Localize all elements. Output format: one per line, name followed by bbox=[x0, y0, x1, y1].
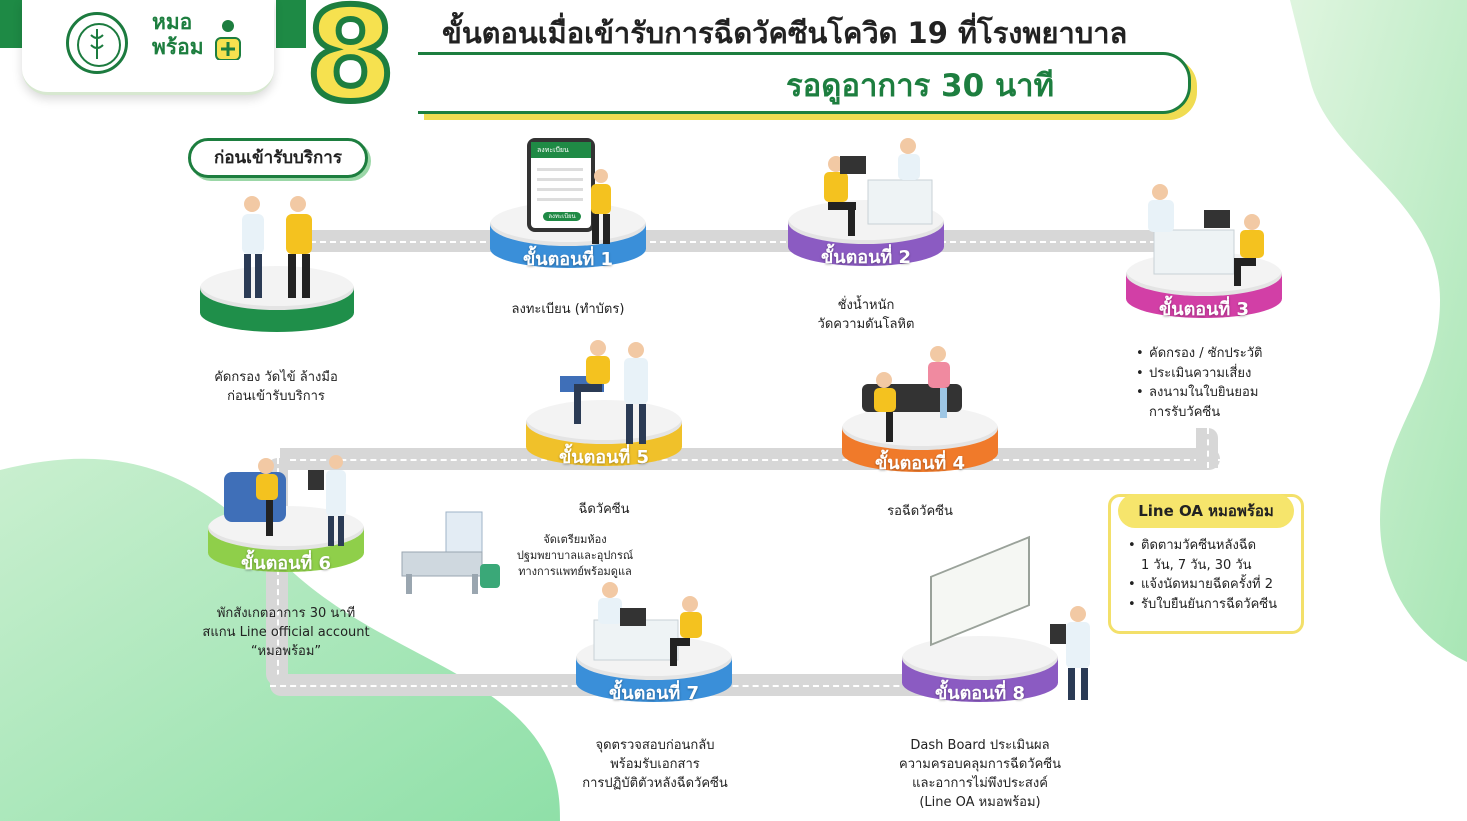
ministry-seal-icon bbox=[66, 12, 128, 74]
first-aid-room-caption: จัดเตรียมห้องปฐมพยาบาลและอุปกรณ์ทางการแพ… bbox=[516, 533, 634, 578]
step-4-platform: ขั้นตอนที่ 4 bbox=[842, 406, 998, 494]
vitals-check-icon bbox=[824, 138, 933, 236]
step-5-platform: ขั้นตอนที่ 5 bbox=[526, 400, 682, 488]
step-6-caption: พักสังเกตอาการ 30 นาทีสแกน Line official… bbox=[202, 606, 370, 659]
step-2-caption: ชั่งน้ำหนักวัดความดันโลหิต bbox=[817, 298, 915, 332]
step-6-label: ขั้นตอนที่ 6 bbox=[240, 553, 332, 574]
vaccination-icon bbox=[560, 340, 648, 444]
tablet-register-button: ลงทะเบียน bbox=[543, 212, 581, 221]
consultation-icon bbox=[1148, 184, 1264, 286]
step-3-bullet: •คัดกรอง / ซักประวัติ bbox=[1136, 346, 1263, 361]
step-5-label: ขั้นตอนที่ 5 bbox=[558, 447, 650, 468]
brand-line-1: หมอ bbox=[152, 10, 193, 34]
screening-people-icon bbox=[242, 196, 312, 298]
mor-prom-logo: หมอ พร้อม bbox=[152, 10, 252, 70]
step-3-bullet: การรับวัคซีน bbox=[1149, 404, 1221, 420]
registration-tablet: ลงทะเบียน ลงทะเบียน bbox=[527, 138, 595, 232]
header-accent-right bbox=[276, 0, 306, 48]
step-2-label: ขั้นตอนที่ 2 bbox=[820, 247, 912, 268]
line-oa-bullet: 1 วัน, 7 วัน, 30 วัน bbox=[1141, 557, 1252, 573]
plus-icon bbox=[215, 20, 241, 60]
tablet-header: ลงทะเบียน bbox=[531, 142, 591, 158]
step-5-caption: ฉีดวัคซีน bbox=[578, 502, 630, 517]
big-step-count: 8 bbox=[303, 0, 398, 130]
line-oa-bullet: •รับใบยืนยันการฉีดวัคซีน bbox=[1128, 596, 1277, 612]
step-8-caption: Dash Board ประเมินผลความครอบคลุมการฉีดวั… bbox=[899, 738, 1061, 810]
registrant-person-icon bbox=[591, 169, 611, 244]
step-3-bullet: •ประเมินความเสี่ยง bbox=[1136, 365, 1252, 381]
step-4-caption: รอฉีดวัคซีน bbox=[887, 504, 953, 519]
before-service-caption: คัดกรอง วัดไข้ ล้างมือก่อนเข้ารับบริการ bbox=[214, 370, 338, 404]
observation-icon bbox=[224, 455, 346, 546]
step-3-label: ขั้นตอนที่ 3 bbox=[1158, 299, 1250, 320]
page-title: ขั้นตอนเมื่อเข้ารับการฉีดวัคซีนโควิด 19 … bbox=[442, 16, 1128, 50]
step-3-bullets: •คัดกรอง / ซักประวัติ •ประเมินความเสี่ยง… bbox=[1136, 344, 1262, 422]
first-aid-room-icon bbox=[401, 511, 500, 594]
page-subtitle: รอดูอาการ 30 นาที bbox=[786, 68, 1055, 104]
step-1-label: ขั้นตอนที่ 1 bbox=[522, 249, 614, 270]
step-7-label: ขั้นตอนที่ 7 bbox=[608, 683, 700, 704]
road-row-1 bbox=[300, 230, 1166, 252]
step-8-platform: ขั้นตอนที่ 8 bbox=[902, 636, 1058, 724]
step-2-platform: ขั้นตอนที่ 2 bbox=[788, 200, 944, 288]
step-3-bullet: •ลงนามในใบยินยอม bbox=[1136, 385, 1259, 400]
line-oa-bullets: •ติดตามวัคซีนหลังฉีด 1 วัน, 7 วัน, 30 วั… bbox=[1128, 536, 1277, 614]
step-7-caption: จุดตรวจสอบก่อนกลับพร้อมรับเอกสารการปฏิบั… bbox=[582, 738, 728, 791]
checkout-desk-icon bbox=[593, 582, 702, 666]
road-turn-right bbox=[1196, 428, 1218, 468]
before-service-platform bbox=[200, 266, 354, 354]
step-4-label: ขั้นตอนที่ 4 bbox=[874, 453, 966, 474]
line-oa-bullet: •แจ้งนัดหมายฉีดครั้งที่ 2 bbox=[1128, 577, 1274, 592]
before-service-pill: ก่อนเข้ารับบริการ bbox=[188, 138, 368, 178]
brand-line-2: พร้อม bbox=[152, 35, 204, 59]
subtitle-bar bbox=[418, 52, 1191, 114]
line-oa-bullet: •ติดตามวัคซีนหลังฉีด bbox=[1128, 538, 1257, 553]
road-row-2 bbox=[280, 448, 1220, 470]
step-8-label: ขั้นตอนที่ 8 bbox=[934, 683, 1026, 704]
doctor-with-tablet-icon bbox=[1050, 606, 1090, 700]
waiting-area-icon bbox=[862, 346, 962, 442]
step-1-caption: ลงทะเบียน (ทำบัตร) bbox=[511, 302, 625, 317]
line-oa-title: Line OA หมอพร้อม bbox=[1118, 494, 1294, 528]
